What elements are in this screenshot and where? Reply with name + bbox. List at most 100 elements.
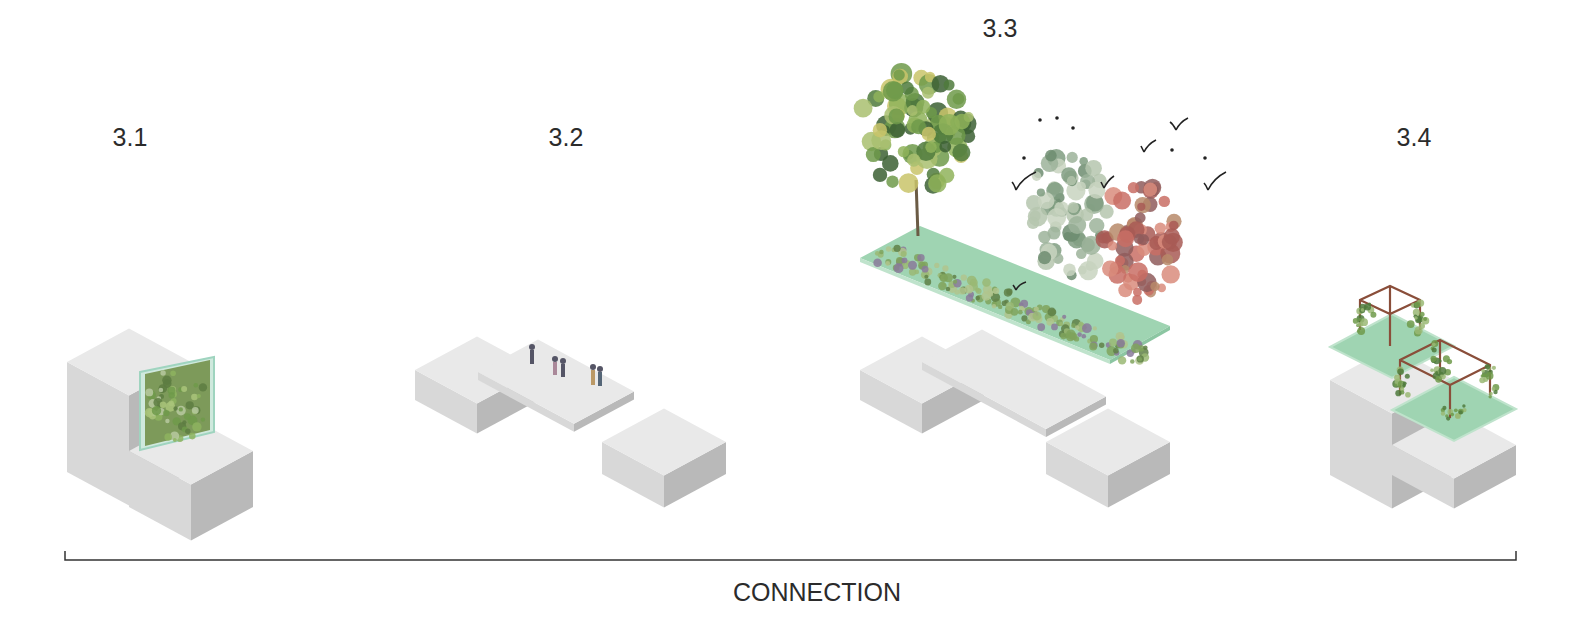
foliage bbox=[1048, 308, 1057, 317]
foliage bbox=[1394, 375, 1400, 381]
foliage bbox=[944, 80, 955, 91]
foliage bbox=[1439, 367, 1447, 375]
foliage bbox=[179, 407, 183, 411]
foliage bbox=[1441, 411, 1445, 415]
foliage bbox=[1048, 227, 1061, 240]
foliage bbox=[1489, 395, 1492, 398]
foliage bbox=[1430, 356, 1436, 362]
birds bbox=[1012, 117, 1226, 290]
foliage bbox=[1395, 390, 1401, 396]
foliage bbox=[1359, 318, 1362, 321]
foliage bbox=[1155, 223, 1166, 234]
foliage bbox=[1067, 177, 1076, 186]
foliage bbox=[165, 419, 169, 423]
foliage bbox=[189, 433, 196, 440]
foliage bbox=[976, 288, 982, 294]
foliage bbox=[934, 263, 939, 268]
foliage bbox=[1033, 311, 1042, 320]
foliage bbox=[1018, 310, 1023, 315]
foliage bbox=[1458, 409, 1464, 415]
planted-platform bbox=[854, 63, 1183, 365]
foliage bbox=[1089, 342, 1097, 350]
foliage bbox=[1006, 289, 1012, 295]
foliage bbox=[1432, 348, 1437, 353]
foliage bbox=[953, 280, 957, 284]
foliage bbox=[1407, 320, 1415, 328]
foliage bbox=[947, 90, 966, 109]
foliage bbox=[1486, 372, 1494, 380]
foliage bbox=[176, 406, 186, 416]
foliage bbox=[1118, 356, 1126, 364]
foliage bbox=[922, 127, 936, 141]
foliage bbox=[1459, 410, 1463, 414]
foliage bbox=[854, 99, 873, 118]
foliage bbox=[915, 270, 920, 275]
foliage bbox=[965, 285, 974, 294]
foliage bbox=[925, 142, 936, 153]
foliage bbox=[1062, 315, 1066, 319]
foliage bbox=[159, 388, 164, 393]
foliage bbox=[194, 383, 199, 388]
foliage bbox=[992, 304, 996, 308]
foliage bbox=[181, 386, 187, 392]
foliage bbox=[1415, 316, 1422, 323]
foliage bbox=[1034, 306, 1039, 311]
foliage bbox=[883, 81, 904, 102]
foliage bbox=[1414, 302, 1420, 308]
foliage bbox=[192, 407, 199, 414]
foliage bbox=[1164, 228, 1180, 244]
foliage bbox=[875, 251, 880, 256]
foliage bbox=[1085, 160, 1102, 177]
foliage bbox=[1063, 264, 1076, 277]
foliage bbox=[1162, 254, 1173, 265]
foliage bbox=[1492, 387, 1496, 391]
foliage bbox=[1037, 323, 1045, 331]
foliage bbox=[981, 291, 990, 300]
foliage bbox=[1059, 322, 1063, 326]
foliage bbox=[173, 438, 177, 442]
foliage bbox=[163, 410, 169, 416]
foliage bbox=[898, 146, 909, 157]
foliage bbox=[1481, 374, 1484, 377]
foliage bbox=[1394, 384, 1397, 387]
foliage bbox=[191, 394, 198, 401]
foliage bbox=[982, 278, 991, 287]
foliage bbox=[1131, 344, 1141, 354]
foliage bbox=[1082, 323, 1092, 333]
foliage bbox=[1093, 326, 1097, 330]
foliage bbox=[170, 371, 176, 377]
foliage bbox=[922, 87, 934, 99]
foliage bbox=[1150, 282, 1159, 291]
foliage bbox=[1067, 152, 1078, 163]
foliage bbox=[1137, 355, 1144, 362]
foliage bbox=[1117, 339, 1125, 347]
foliage bbox=[1011, 308, 1019, 316]
foliage bbox=[1027, 217, 1039, 229]
foliage bbox=[1068, 202, 1079, 213]
foliage bbox=[201, 417, 205, 421]
foliage bbox=[1038, 251, 1051, 264]
foliage bbox=[961, 274, 967, 280]
foliage bbox=[885, 259, 891, 265]
foliage bbox=[1443, 355, 1450, 362]
foliage bbox=[1414, 316, 1418, 320]
foliage bbox=[182, 420, 186, 424]
foliage bbox=[1051, 324, 1058, 331]
foliage bbox=[1462, 404, 1465, 407]
foliage bbox=[1435, 376, 1442, 383]
foliage bbox=[886, 82, 903, 99]
pergola-platforms bbox=[1330, 286, 1516, 441]
foliage bbox=[1356, 324, 1359, 327]
foliage bbox=[1128, 262, 1148, 282]
foliage bbox=[1138, 357, 1143, 362]
foliage bbox=[886, 176, 898, 188]
foliage bbox=[184, 413, 191, 420]
foliage bbox=[1397, 369, 1404, 376]
foliage bbox=[953, 279, 961, 287]
foliage bbox=[908, 261, 917, 270]
foliage bbox=[1077, 332, 1082, 337]
foliage bbox=[1454, 408, 1458, 412]
foliage bbox=[882, 155, 899, 172]
massing-blocks bbox=[67, 329, 1516, 541]
foliage bbox=[873, 258, 882, 267]
